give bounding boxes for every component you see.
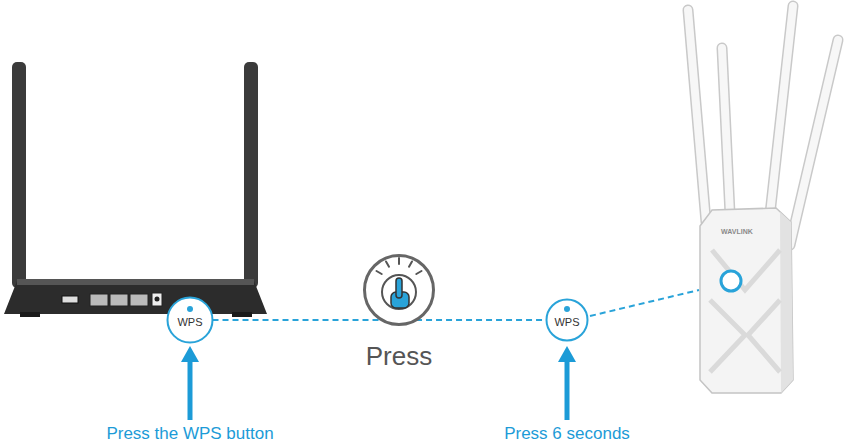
dashed-connector xyxy=(213,319,382,321)
button-label: WPS xyxy=(166,316,214,329)
usb-port xyxy=(62,296,78,303)
extender-led-ring xyxy=(721,271,741,291)
power-jack-hole xyxy=(155,297,160,302)
extender-antenna xyxy=(790,40,838,245)
pointer-arrow-shaft xyxy=(188,360,193,420)
extender-pattern xyxy=(710,250,780,372)
pointer-arrow-shaft xyxy=(565,360,570,420)
hand-finger xyxy=(396,278,402,298)
brand-logo: WAVLINK xyxy=(721,228,753,236)
circle-outline xyxy=(363,254,435,326)
status-dot xyxy=(564,306,570,312)
router-body xyxy=(4,281,267,314)
extender-antenna xyxy=(790,40,838,245)
icon-ray xyxy=(409,261,412,266)
extender-antenna xyxy=(770,6,793,214)
icon-ray xyxy=(416,271,421,274)
icon-caption: Press xyxy=(345,342,453,370)
pointer-arrow-head xyxy=(558,346,576,362)
status-dot xyxy=(187,306,193,312)
router-antenna xyxy=(244,62,258,288)
icon-ring xyxy=(365,256,434,325)
button-label: WPS xyxy=(545,316,589,329)
extender-antenna xyxy=(688,10,706,222)
router xyxy=(4,62,267,317)
icon-ray xyxy=(376,271,381,274)
wps-button: WPS xyxy=(166,296,214,344)
instruction-label: Press 6 seconds xyxy=(504,424,630,443)
icon-ray xyxy=(398,258,400,264)
ethernet-port xyxy=(110,294,128,306)
extender-antenna xyxy=(722,48,730,214)
ethernet-port xyxy=(130,294,148,306)
extender-side xyxy=(780,212,793,393)
range-extender xyxy=(688,6,838,393)
extender-antenna xyxy=(722,48,730,214)
router-top xyxy=(17,279,254,285)
wps-button: WPS xyxy=(545,298,589,342)
icon-button xyxy=(382,275,416,309)
ethernet-port xyxy=(90,294,108,306)
extender-antenna xyxy=(770,6,793,214)
router-foot xyxy=(232,312,252,317)
dashed-connector xyxy=(416,319,546,321)
router-foot xyxy=(20,312,40,317)
pointer-arrow-head xyxy=(181,346,199,362)
instruction-label: Press the WPS button xyxy=(106,424,273,443)
leader-line xyxy=(590,290,699,316)
extender-antenna xyxy=(688,10,706,222)
extender-body xyxy=(700,208,793,393)
icon-ray xyxy=(386,261,389,266)
router-antenna xyxy=(12,62,26,288)
power-jack xyxy=(152,293,162,306)
